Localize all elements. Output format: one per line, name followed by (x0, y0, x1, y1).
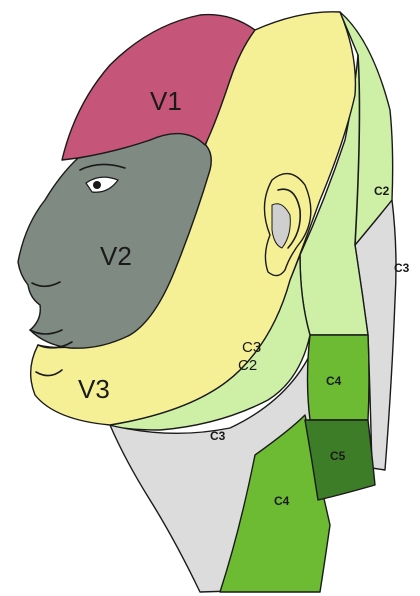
v2-label: V2 (100, 241, 132, 271)
c2-front-label: C2 (238, 357, 257, 374)
c3-back-label: C3 (394, 261, 410, 275)
c3-neck-label: C3 (210, 429, 226, 443)
c5-back-label: C5 (330, 449, 346, 463)
v3-label: V3 (78, 374, 110, 404)
c4-neck-label: C4 (274, 494, 290, 508)
c2-back-label: C2 (374, 184, 390, 198)
c3-front-label: C3 (242, 339, 261, 356)
v1-label: V1 (150, 86, 182, 116)
c4-back-label: C4 (326, 374, 342, 388)
